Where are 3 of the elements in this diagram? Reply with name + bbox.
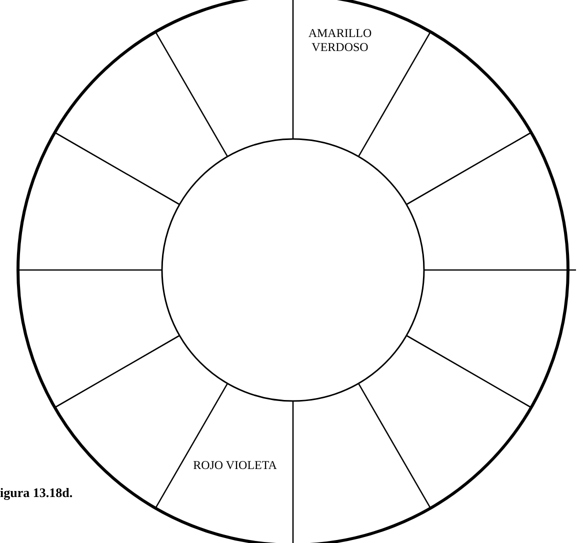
figure-caption: igura 13.18d. xyxy=(0,485,73,501)
segment-label: ROJO VIOLETA xyxy=(192,458,278,472)
segment-label: AMARILLO VERDOSO xyxy=(307,26,373,54)
